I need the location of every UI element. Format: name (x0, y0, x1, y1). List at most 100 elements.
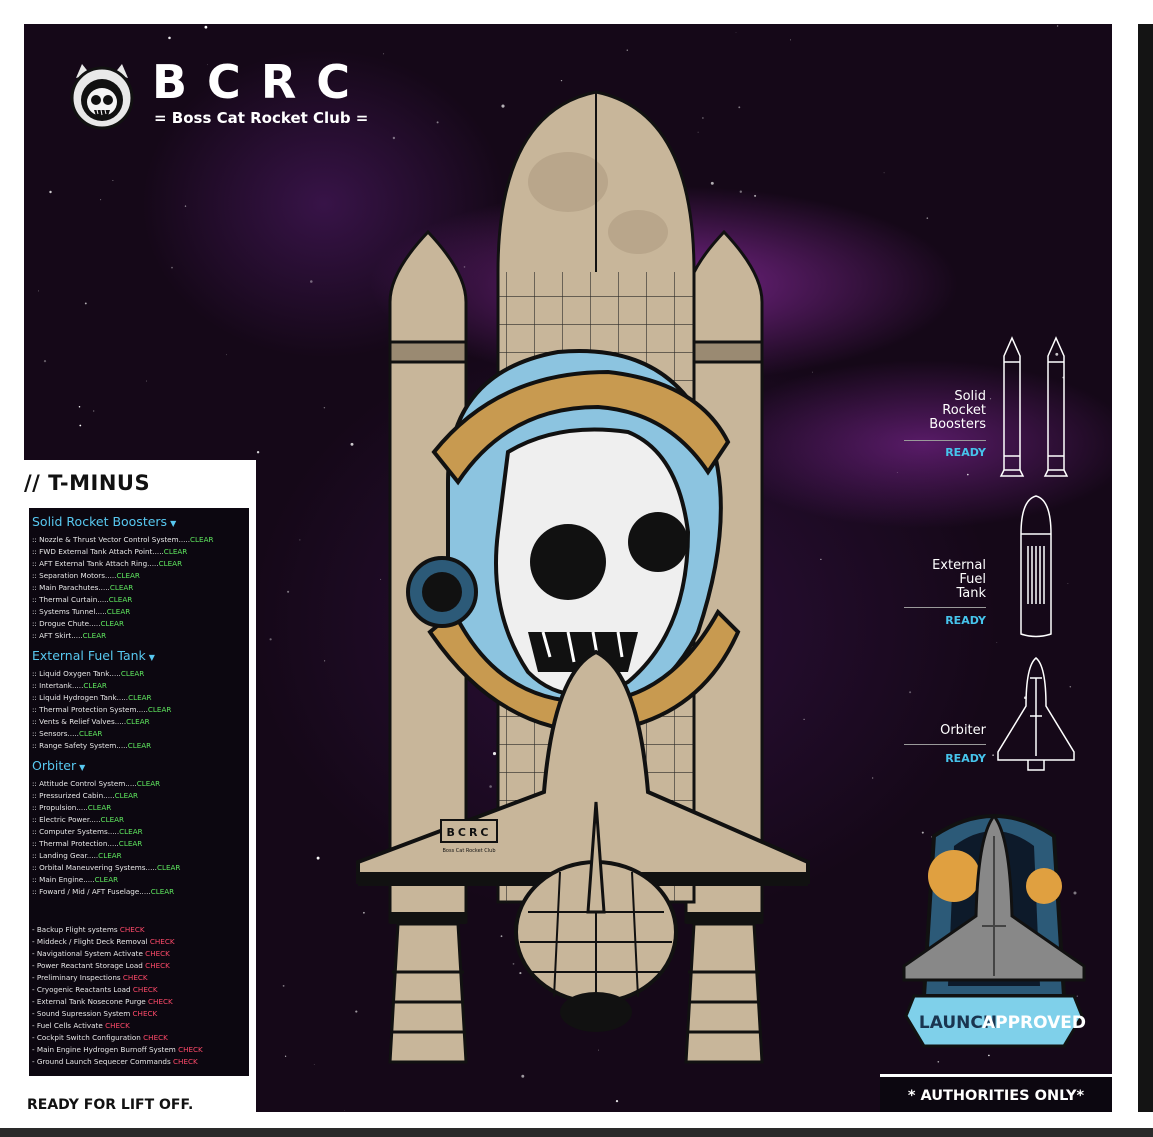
checklist-item-status: CLEAR (114, 791, 139, 800)
external-fuel-tank-icon (1020, 495, 1052, 638)
launch-check-label: - Cryogenic Reactants Load (32, 985, 133, 994)
checklist-item-label: :: Pressurized Cabin..... (32, 791, 115, 800)
star (926, 217, 929, 219)
patch-right-word: APPROVED (982, 1013, 1086, 1033)
star (204, 25, 208, 29)
checklist-section-header[interactable]: External Fuel Tank▼ (32, 648, 249, 666)
checklist-item-label: :: Thermal Protection..... (32, 839, 119, 848)
star (883, 172, 885, 174)
star (738, 106, 741, 109)
orbiter: BCRC Boss Cat Rocket Club (356, 649, 810, 1032)
star (1069, 686, 1072, 688)
checklist-item: :: Landing Gear.....CLEAR (32, 850, 249, 862)
launch-check-status: CHECK (145, 949, 170, 958)
launch-check-label: - Power Reactant Storage Load (32, 961, 146, 970)
launch-check-status: CHECK (145, 961, 170, 970)
star (489, 785, 492, 788)
checklist-item-status: CLEAR (190, 535, 214, 544)
star (168, 36, 171, 40)
launch-check-status: CHECK (119, 925, 145, 934)
rocket-illustration: BCRC Boss Cat Rocket Club (356, 90, 810, 1064)
star (492, 752, 497, 756)
checklist-item: :: Electric Power.....CLEAR (32, 814, 249, 826)
bottom-edge-bar (0, 1128, 1153, 1137)
checklist-item-label: :: AFT Skirt..... (32, 631, 83, 640)
checklist-item-status: CLEAR (94, 875, 119, 884)
launch-check-item: - Fuel Cells Activate CHECK (32, 1020, 249, 1032)
star (310, 280, 313, 283)
patch-left-word: LAUNCH (919, 1013, 997, 1033)
launch-check-label: - External Tank Nosecone Purge (32, 997, 149, 1006)
cat-astronaut-figure (406, 349, 741, 735)
checklist-item-label: :: Thermal Protection System..... (32, 705, 148, 714)
caret-down-icon: ▼ (170, 519, 177, 528)
star (501, 104, 505, 108)
launch-check-label: - Middeck / Flight Deck Removal (32, 937, 150, 946)
star (896, 471, 898, 473)
checklist-item-status: CLEAR (128, 693, 152, 702)
launch-check-item: - Sound Supression System CHECK (32, 1008, 249, 1020)
launch-check-status: CHECK (132, 985, 158, 994)
checklist-item-status: CLEAR (118, 839, 143, 848)
star (355, 1010, 358, 1013)
star (38, 290, 40, 292)
checklist-item-label: :: Electric Power..... (32, 815, 101, 824)
star (383, 53, 385, 55)
checklist-item: :: Main Parachutes.....CLEAR (32, 582, 249, 594)
launch-check-label: - Cockpit Switch Configuration (32, 1033, 144, 1042)
checklist-item-status: CLEAR (127, 741, 152, 750)
star (226, 354, 228, 356)
rocket-plate-subtitle: Boss Cat Rocket Club (442, 848, 495, 854)
star (1055, 352, 1059, 356)
star (872, 777, 874, 779)
component-divider (904, 744, 986, 745)
star (803, 718, 805, 721)
star (754, 194, 757, 197)
star (287, 590, 290, 593)
star (313, 1064, 315, 1065)
checklist-item-label: :: Systems Tunnel..... (32, 607, 107, 616)
launch-check-item: - Ground Launch Sequecer Commands CHECK (32, 1056, 249, 1068)
star (560, 79, 563, 82)
launch-check-label: - Main Engine Hydrogen Burnoff System (32, 1045, 179, 1054)
checklist-item: :: Range Safety System.....CLEAR (32, 740, 249, 752)
checklist-item-label: :: Thermal Curtain..... (32, 595, 109, 604)
poster: BCRC = Boss Cat Rocket Club = (24, 24, 1112, 1112)
launch-check-status: CHECK (178, 1045, 203, 1054)
caret-down-icon: ▼ (79, 763, 86, 772)
star (1067, 583, 1069, 585)
star (463, 266, 466, 268)
launch-check-item: - Power Reactant Storage Load CHECK (32, 960, 249, 972)
component-divider (904, 440, 986, 441)
checklist-item: :: Foward / Mid / AFT Fuselage.....CLEAR (32, 886, 249, 898)
checklist-item: :: Liquid Hydrogen Tank.....CLEAR (32, 692, 249, 704)
star (284, 1055, 287, 1057)
star (735, 32, 737, 33)
logo-title: BCRC (152, 55, 370, 109)
logo-subtitle: = Boss Cat Rocket Club = (154, 109, 369, 127)
checklist-item-status: CLEAR (158, 559, 183, 568)
checklist-item: :: Liquid Oxygen Tank.....CLEAR (32, 668, 249, 680)
cat-skull-astronaut-icon (70, 64, 134, 130)
checklist-section-header[interactable]: Orbiter▼ (32, 758, 249, 776)
checklist-item-status: CLEAR (116, 571, 140, 580)
star (697, 131, 699, 133)
launch-approved-patch: LAUNCH APPROVED (902, 813, 1086, 1048)
caret-down-icon: ▼ (148, 653, 155, 662)
checklist-item-status: CLEAR (126, 717, 150, 726)
star (256, 451, 260, 454)
launch-check-label: - Backup Flight systems (32, 925, 120, 934)
checklist-item-status: CLEAR (120, 669, 145, 678)
star (380, 578, 382, 580)
checklist-item: :: Intertank.....CLEAR (32, 680, 249, 692)
checklist-item: :: Drogue Chute.....CLEAR (32, 618, 249, 630)
star (921, 831, 924, 834)
star (1056, 25, 1059, 27)
launch-check-label: - Navigational System Activate (32, 949, 146, 958)
checklist-item-label: :: Sensors..... (32, 729, 79, 738)
checklist-item: :: Pressurized Cabin.....CLEAR (32, 790, 249, 802)
launch-check-status: CHECK (149, 937, 175, 946)
component-name-line: Solid (954, 389, 986, 404)
checklist-section-header[interactable]: Solid Rocket Boosters▼ (32, 514, 249, 532)
